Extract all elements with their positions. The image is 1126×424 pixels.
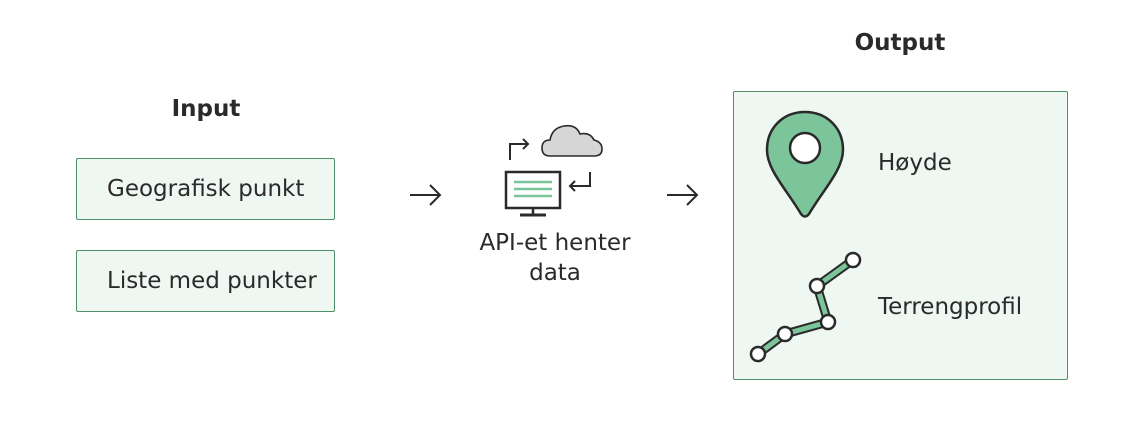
location-pin-icon	[765, 110, 845, 218]
api-label-line-1: API-et henter	[479, 230, 631, 256]
api-label-line-2: data	[529, 260, 581, 286]
input-item-label: Geografisk punkt	[107, 176, 305, 202]
output-item-terrengprofil: Terrengprofil	[878, 294, 1023, 320]
terrain-profile-icon	[749, 251, 862, 363]
api-label: API-et henter data	[465, 228, 645, 288]
input-item-liste-med-punkter: Liste med punkter	[76, 250, 335, 312]
arrow-right-icon	[667, 184, 699, 206]
input-heading: Input	[171, 96, 241, 122]
output-item-hoyde: Høyde	[878, 150, 952, 176]
input-item-geografisk-punkt: Geografisk punkt	[76, 158, 335, 220]
cloud-icon	[541, 124, 603, 157]
output-heading: Output	[854, 30, 946, 56]
arrow-right-icon	[410, 184, 442, 206]
input-item-label: Liste med punkter	[107, 268, 317, 294]
api-cloud-computer-icon	[504, 124, 603, 217]
